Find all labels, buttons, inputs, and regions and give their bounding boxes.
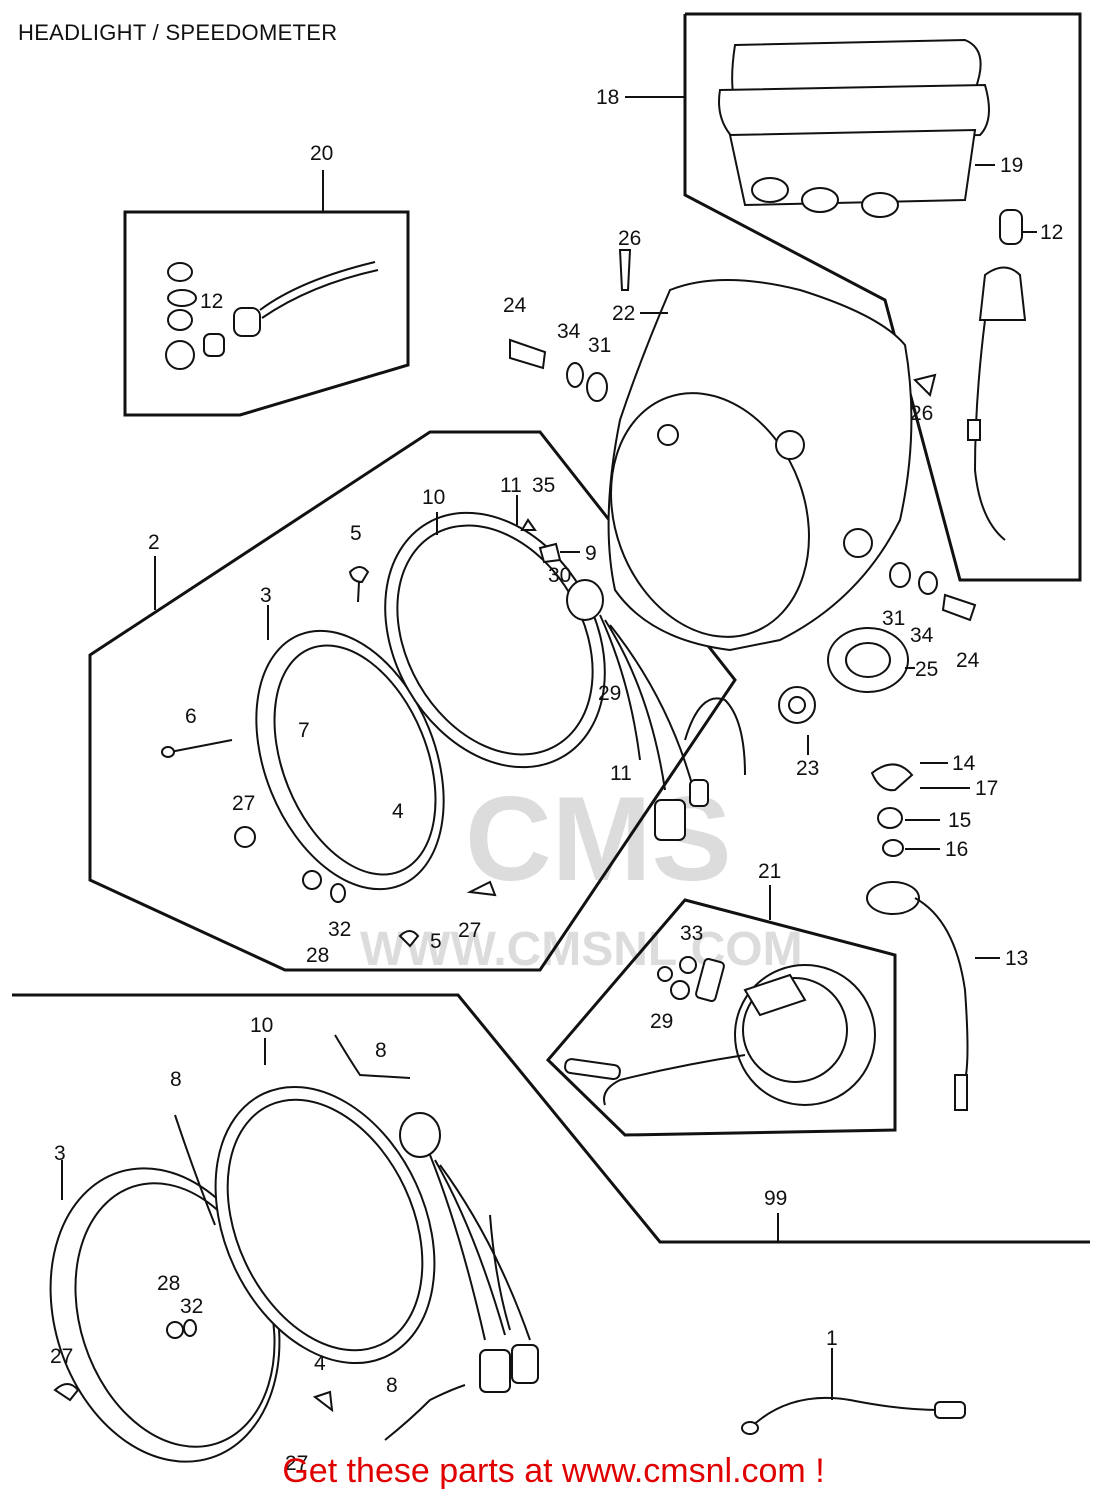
callout-16: 16 <box>945 838 968 861</box>
part-25-grommet <box>827 627 909 693</box>
hardware-group-2 <box>161 518 562 948</box>
callout-26: 26 <box>618 227 641 250</box>
callout-3: 3 <box>54 1142 66 1165</box>
callout-5: 5 <box>350 522 362 545</box>
callout-4: 4 <box>392 800 404 823</box>
callout-34: 34 <box>557 320 581 343</box>
callout-34: 34 <box>910 624 934 647</box>
callout-9: 9 <box>585 542 597 565</box>
diagram-title: HEADLIGHT / SPEEDOMETER <box>18 20 338 45</box>
callout-28: 28 <box>306 944 329 967</box>
callout-10: 10 <box>250 1014 273 1037</box>
part-13-lamp-assembly <box>866 763 969 1111</box>
part-23-grommet <box>778 686 816 724</box>
part-10-sealed-beam-upper <box>384 511 746 841</box>
callout-27: 27 <box>285 1452 308 1475</box>
callout-28: 28 <box>157 1272 180 1295</box>
group-box-20 <box>123 210 410 417</box>
part-22-headlight-case <box>607 279 913 652</box>
callout-99: 99 <box>764 1187 787 1210</box>
callout-7: 7 <box>298 719 310 742</box>
part-21-meter-base <box>564 956 876 1106</box>
callout-11: 11 <box>610 762 632 785</box>
group-box-21 <box>545 898 897 1137</box>
callout-6: 6 <box>185 705 197 728</box>
part-18-speedometer <box>718 38 990 218</box>
callout-27: 27 <box>458 919 481 942</box>
callout-29: 29 <box>598 682 621 705</box>
callout-8: 8 <box>170 1068 182 1091</box>
group-box-2 <box>88 430 737 972</box>
callout-24: 24 <box>956 649 980 672</box>
part-1-wire-harness <box>741 1396 966 1435</box>
callout-5: 5 <box>430 930 442 953</box>
callout-24: 24 <box>503 294 527 317</box>
callout-14: 14 <box>952 752 976 775</box>
callout-13: 13 <box>1005 947 1028 970</box>
callout-10: 10 <box>422 486 445 509</box>
callout-8: 8 <box>375 1039 387 1062</box>
hardware-mid-right <box>889 562 977 622</box>
callout-18: 18 <box>596 86 619 109</box>
callout-25: 25 <box>915 658 938 681</box>
part-10-sealed-beam-lower <box>174 1034 539 1441</box>
callout-26: 26 <box>910 402 933 425</box>
callout-11: 11 <box>500 474 522 497</box>
callout-32: 32 <box>328 918 351 941</box>
callout-20: 20 <box>310 142 333 165</box>
callout-23: 23 <box>796 757 819 780</box>
callout-15: 15 <box>948 809 971 832</box>
callout-2: 2 <box>148 531 160 554</box>
callout-27: 27 <box>50 1345 73 1368</box>
callout-29: 29 <box>650 1010 673 1033</box>
watermark-logo: CMS WWW.CMSNL.COM <box>360 772 803 976</box>
callout-1: 1 <box>826 1327 838 1350</box>
callout-27: 27 <box>232 792 255 815</box>
callout-4: 4 <box>314 1352 326 1375</box>
callout-32: 32 <box>180 1295 203 1318</box>
part-12-bulb-socket <box>967 209 1027 541</box>
group-box-18 <box>683 12 1082 582</box>
callout-labels: 18 19 12 20 12 26 22 24 34 31 26 2 10 11… <box>50 86 1063 1475</box>
callout-19: 19 <box>1000 154 1023 177</box>
hardware-group-99 <box>53 1319 334 1413</box>
callout-22: 22 <box>612 302 635 325</box>
callout-31: 31 <box>588 334 611 357</box>
callout-3: 3 <box>260 584 272 607</box>
hardware-top-left <box>509 249 937 402</box>
callout-12: 12 <box>200 290 223 313</box>
part-3-rim-lower <box>49 1167 281 1463</box>
callout-12: 12 <box>1040 221 1063 244</box>
callout-8: 8 <box>386 1374 398 1397</box>
parts-shop-link[interactable]: Get these parts at www.cmsnl.com ! <box>282 1452 825 1490</box>
callout-21: 21 <box>758 860 781 883</box>
watermark-url-text: WWW.CMSNL.COM <box>360 923 803 976</box>
part-20-indicator-set <box>165 261 379 370</box>
callout-30: 30 <box>548 564 571 587</box>
callout-35: 35 <box>532 474 555 497</box>
callout-17: 17 <box>975 777 998 800</box>
part-3-rim-upper <box>255 629 445 891</box>
group-box-99 <box>12 993 1090 1244</box>
leader-lines <box>61 96 1037 1400</box>
callout-31: 31 <box>882 607 905 630</box>
callout-33: 33 <box>680 922 703 945</box>
